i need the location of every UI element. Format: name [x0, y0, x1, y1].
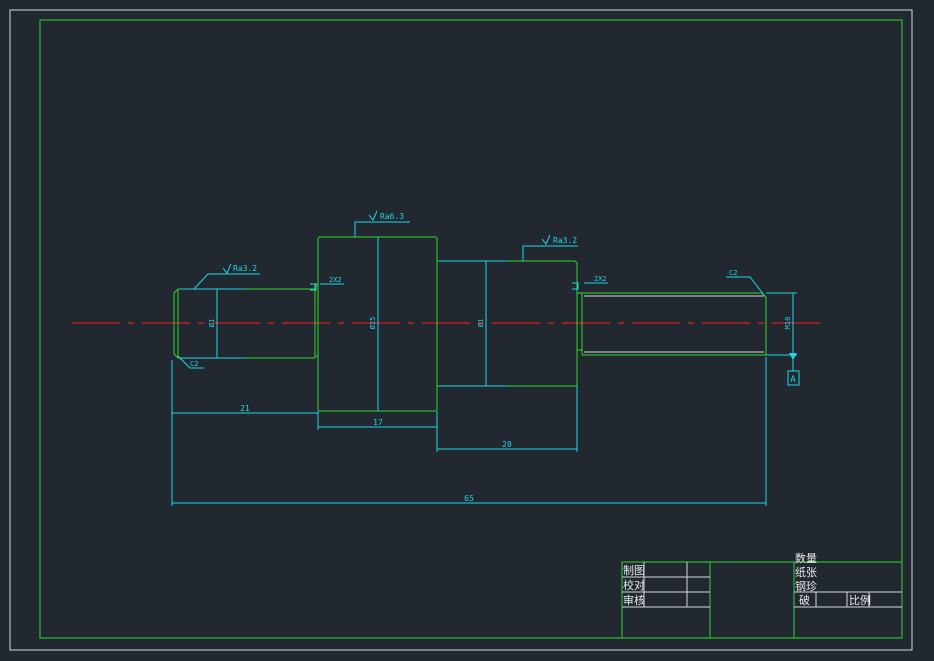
outer-frame — [9, 9, 913, 651]
length-label-65: 65 — [464, 494, 474, 503]
title-row-checked: 校对 — [623, 578, 645, 592]
datum-triangle — [789, 353, 797, 360]
svg-text:2X2: 2X2 — [594, 275, 607, 283]
length-dimensions — [171, 357, 767, 506]
svg-text:2X2: 2X2 — [329, 276, 342, 284]
svg-text:C2: C2 — [190, 360, 198, 368]
groove-callout-right: 2X2 — [572, 275, 608, 290]
groove-callout-left: 2X2 — [310, 276, 344, 291]
length-label-20: 20 — [502, 440, 512, 449]
diameter-label-left: Ø1 — [208, 319, 216, 327]
svg-text:Ra3.2: Ra3.2 — [233, 264, 257, 273]
roughness-symbol-middle: Ra6.3 — [354, 210, 410, 237]
title-label-paper: 纸张 — [795, 566, 817, 579]
diameter-dimensions — [180, 237, 800, 411]
title-row-drawn: 制图 — [623, 564, 645, 577]
diameter-label-middle: Ø25 — [369, 317, 377, 330]
thread-label: M10 — [784, 317, 792, 330]
roughness-symbol-right: Ra3.2 — [522, 234, 578, 261]
datum-letter: A — [790, 375, 796, 385]
title-label-quantity: 数量 — [795, 552, 817, 565]
roughness-symbol-left: Ra3.2 — [193, 263, 260, 290]
length-label-21: 21 — [240, 404, 250, 413]
diameter-label-third: Ø1 — [477, 319, 485, 327]
length-label-17: 17 — [373, 418, 383, 427]
datum-box — [787, 370, 800, 386]
title-label-scale: 比例 — [849, 593, 871, 607]
chamfer-callout-right: C2 — [726, 269, 765, 296]
title-label-sheet: 破 — [799, 593, 810, 607]
shaft-outline — [173, 236, 767, 412]
title-label-material: 钢珍 — [795, 580, 817, 593]
inner-frame — [39, 19, 903, 639]
svg-text:Ra6.3: Ra6.3 — [380, 212, 404, 221]
title-row-approved: 审核 — [623, 593, 645, 607]
svg-text:C2: C2 — [729, 269, 737, 277]
chamfer-callout-left: C2 — [177, 355, 204, 369]
svg-text:Ra3.2: Ra3.2 — [553, 236, 577, 245]
title-block — [621, 561, 903, 639]
